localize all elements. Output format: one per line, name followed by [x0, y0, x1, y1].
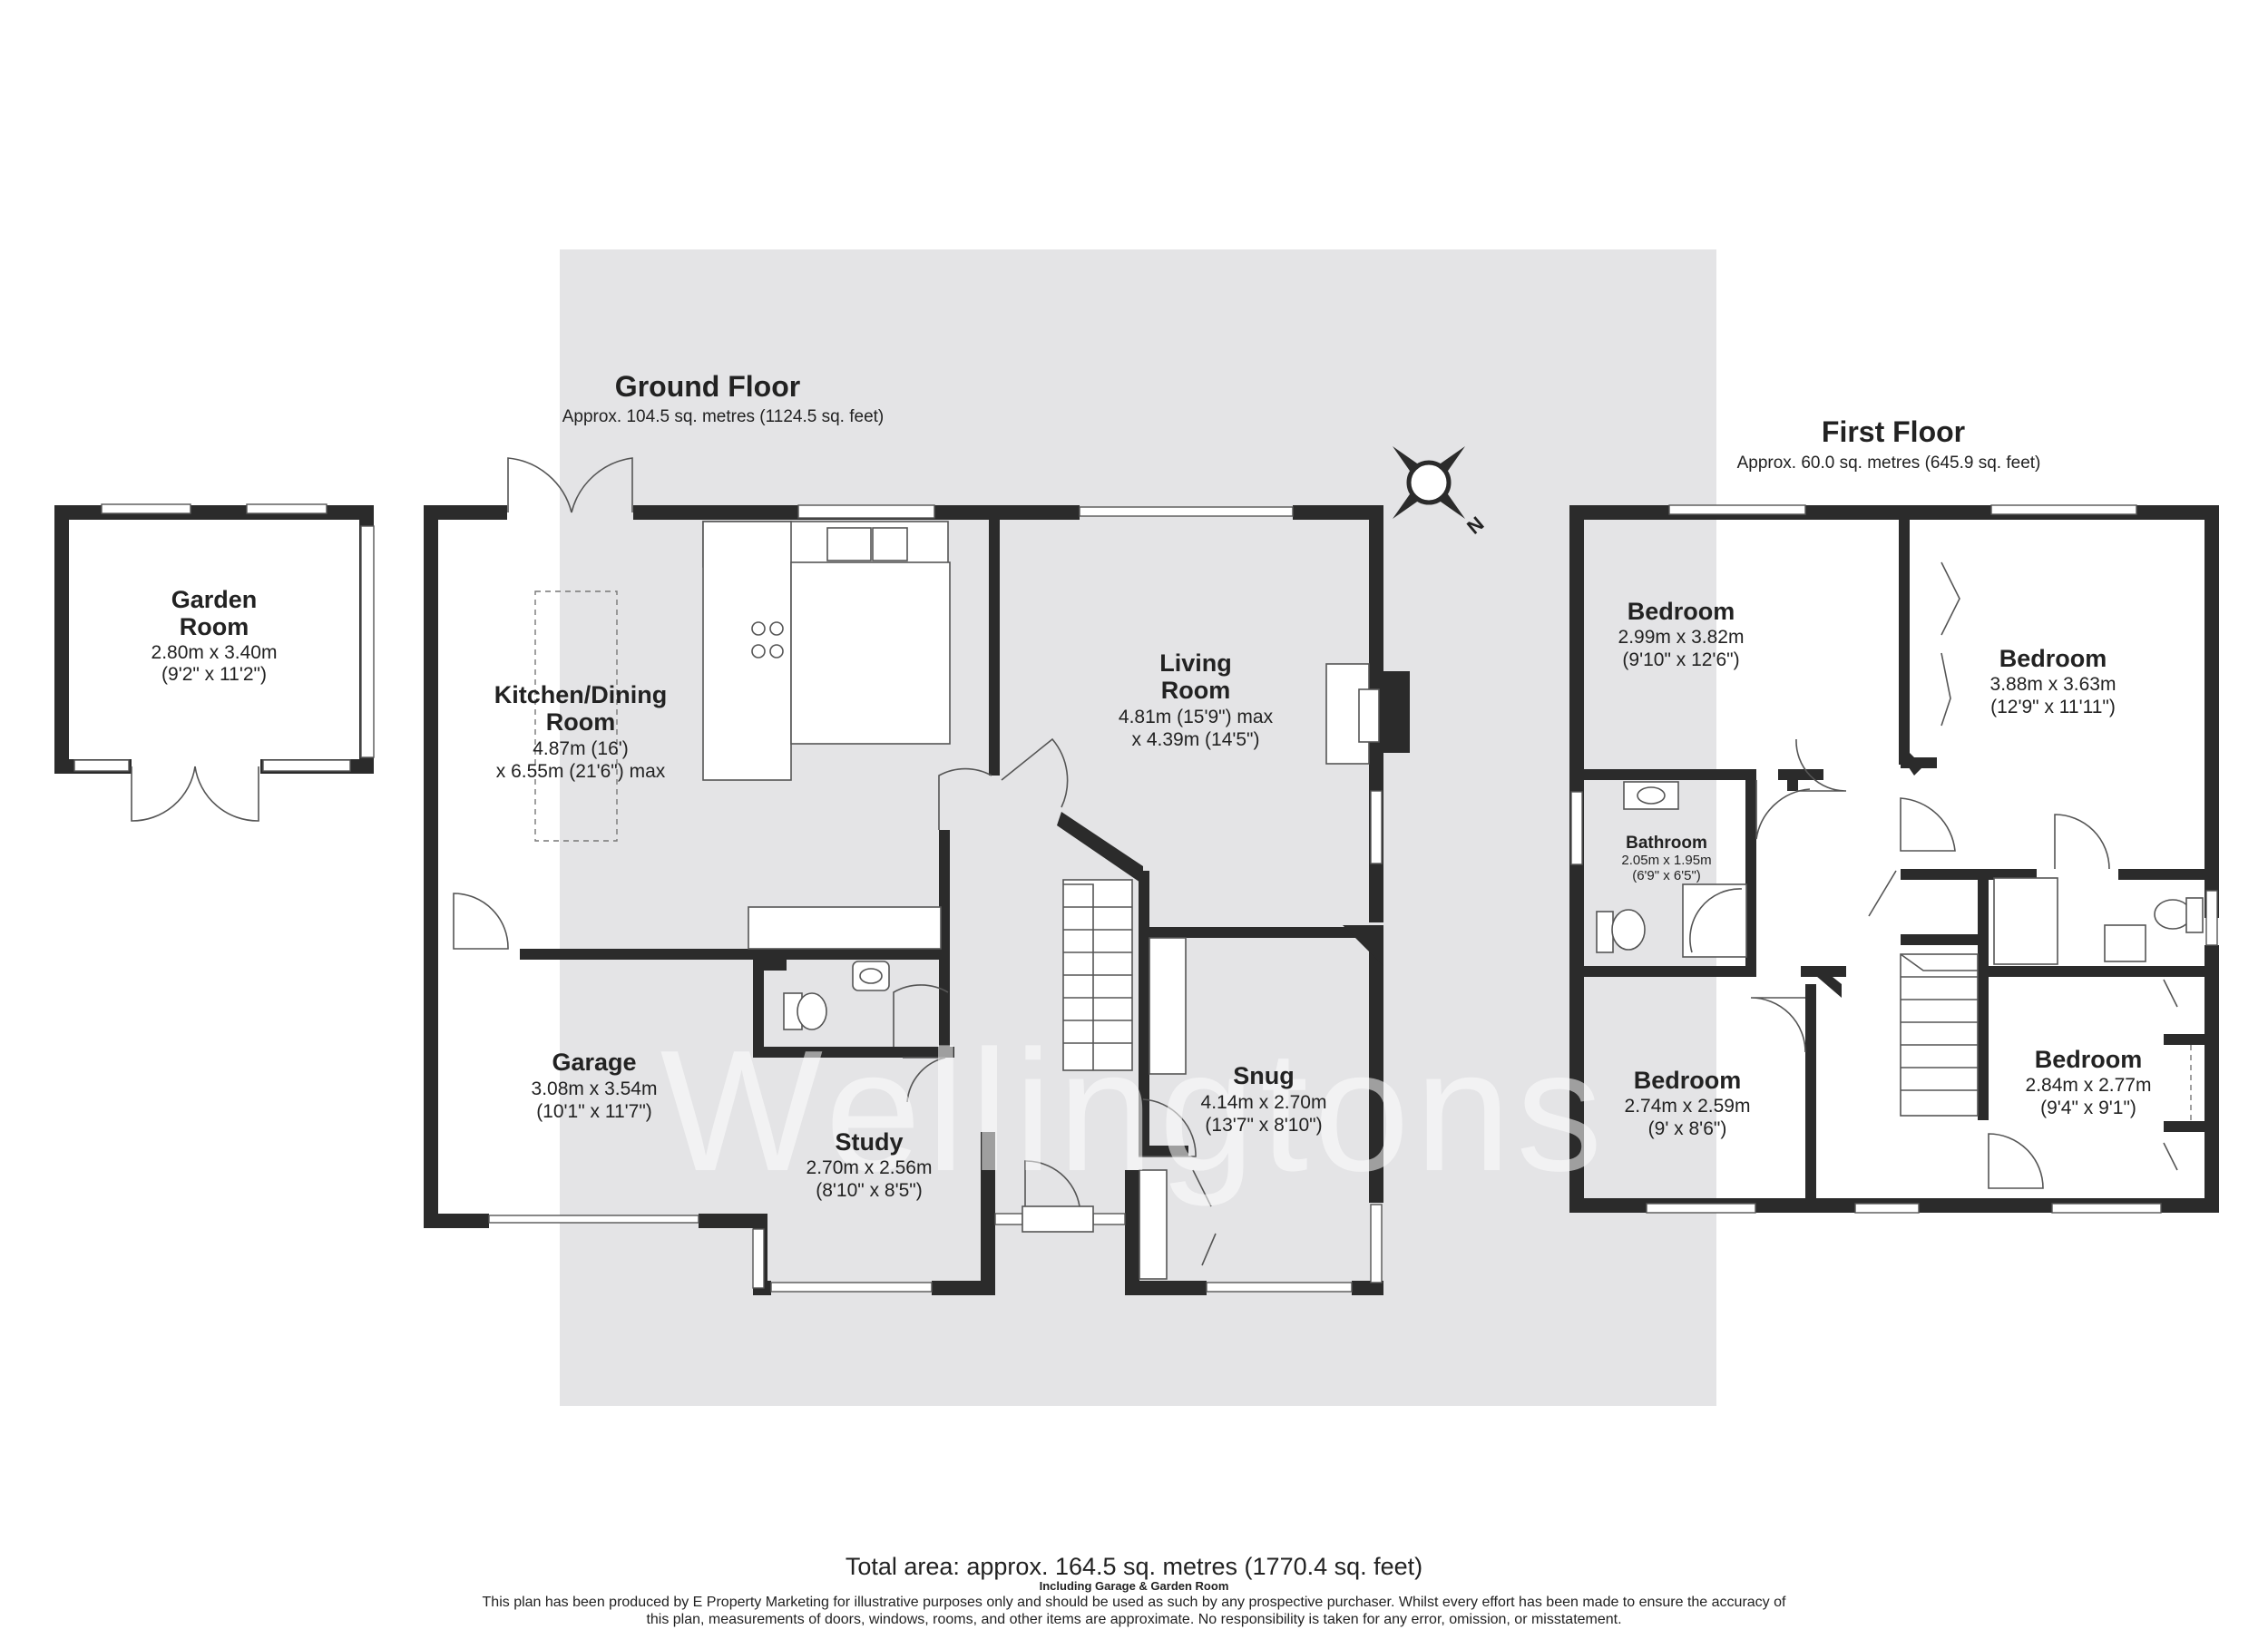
- bedroom2-dim-2: (12'9" x 11'11"): [1990, 697, 2116, 717]
- bedroom2-name: Bedroom: [1999, 645, 2107, 672]
- first-floor-area: Approx. 60.0 sq. metres (645.9 sq. feet): [1737, 454, 2041, 473]
- ground-floor-plan: [424, 457, 1410, 1295]
- snug-dim-2: (13'7" x 8'10"): [1205, 1115, 1322, 1136]
- disclaimer-line-2: this plan, measurements of doors, window…: [646, 1612, 1621, 1627]
- snug-name: Snug: [1233, 1062, 1295, 1089]
- first-floor-plan: [1569, 504, 2219, 1214]
- including-note: Including Garage & Garden Room: [1040, 1579, 1229, 1593]
- ground-floor-area: Approx. 104.5 sq. metres (1124.5 sq. fee…: [562, 407, 885, 426]
- bedroom1-dim-1: 2.99m x 3.82m: [1618, 627, 1745, 648]
- garage-dim-2: (10'1" x 11'7"): [536, 1101, 652, 1122]
- ground-floor-title: Ground Floor: [615, 370, 800, 403]
- garden-room-name-2: Room: [180, 613, 249, 640]
- garden-room-name-1: Garden: [171, 586, 258, 613]
- living-name-1: Living: [1159, 649, 1232, 677]
- watermark: Wellingtons: [660, 1015, 1608, 1207]
- bedroom3-dim-1: 2.74m x 2.59m: [1625, 1096, 1751, 1117]
- bedroom3-dim-2: (9' x 8'6"): [1648, 1118, 1727, 1139]
- living-dim-2: x 4.39m (14'5"): [1131, 729, 1259, 750]
- garden-room-plan: [54, 503, 375, 822]
- study-dim-2: (8'10" x 8'5"): [816, 1180, 922, 1201]
- garden-room-dim-2: (9'2" x 11'2"): [161, 664, 267, 685]
- bedroom1-name: Bedroom: [1628, 598, 1735, 625]
- study-dim-1: 2.70m x 2.56m: [807, 1157, 933, 1178]
- kitchen-name-2: Room: [546, 708, 616, 736]
- bathroom-dim-2: (6'9" x 6'5"): [1632, 868, 1701, 883]
- snug-dim-1: 4.14m x 2.70m: [1201, 1092, 1327, 1113]
- total-area: Total area: approx. 164.5 sq. metres (17…: [846, 1553, 1422, 1580]
- living-dim-1: 4.81m (15'9") max: [1119, 707, 1274, 727]
- first-floor-title: First Floor: [1822, 415, 1965, 448]
- bedroom2-dim-1: 3.88m x 3.63m: [1990, 674, 2116, 695]
- bathroom-name: Bathroom: [1626, 834, 1707, 853]
- bedroom1-dim-2: (9'10" x 12'6"): [1622, 649, 1739, 670]
- kitchen-dim-2: x 6.55m (21'6") max: [496, 761, 666, 782]
- study-name: Study: [835, 1128, 903, 1156]
- kitchen-dim-1: 4.87m (16'): [533, 738, 629, 759]
- disclaimer-line-1: This plan has been produced by E Propert…: [483, 1595, 1787, 1610]
- bedroom4-dim-1: 2.84m x 2.77m: [2026, 1075, 2152, 1096]
- kitchen-name-1: Kitchen/Dining: [494, 681, 668, 708]
- garden-room-dim-1: 2.80m x 3.40m: [152, 642, 278, 663]
- living-name-2: Room: [1161, 677, 1231, 704]
- bedroom4-dim-2: (9'4" x 9'1"): [2040, 1098, 2136, 1118]
- bedroom3-name: Bedroom: [1634, 1067, 1742, 1094]
- garage-name: Garage: [552, 1049, 636, 1076]
- bathroom-dim-1: 2.05m x 1.95m: [1621, 853, 1711, 868]
- bedroom4-name: Bedroom: [2035, 1046, 2143, 1073]
- garage-dim-1: 3.08m x 3.54m: [532, 1078, 658, 1099]
